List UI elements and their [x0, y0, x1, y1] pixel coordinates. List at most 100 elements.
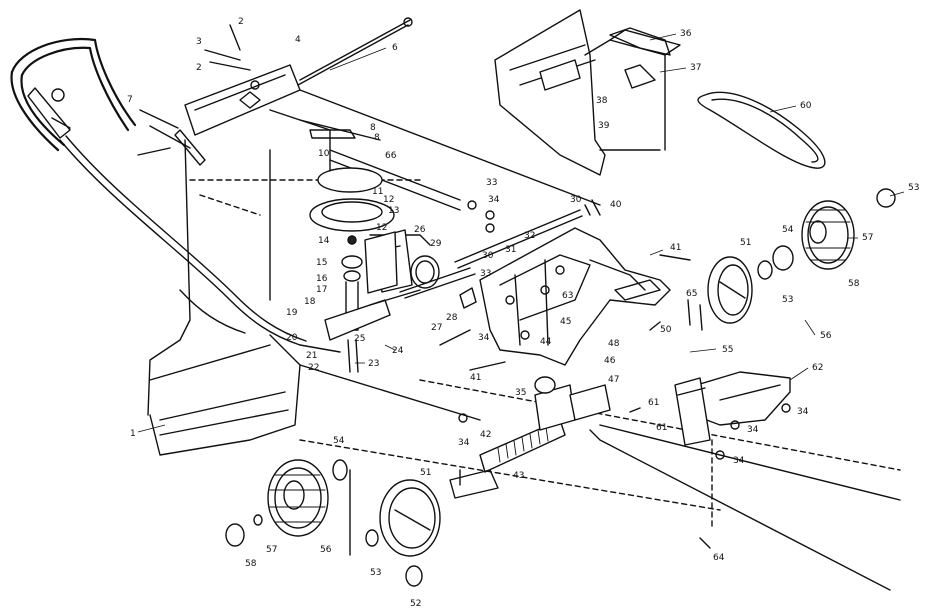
callout-leaders — [137, 33, 905, 433]
callout-58: 58 — [245, 559, 257, 569]
side-deflector — [674, 371, 791, 446]
callout-8: 8 — [374, 133, 380, 143]
callout-52: 52 — [410, 599, 421, 609]
callout-32: 32 — [524, 231, 535, 241]
callout-29: 29 — [430, 239, 442, 249]
callout-51: 51 — [420, 468, 431, 478]
callout-50: 50 — [660, 325, 672, 335]
callout-38: 38 — [596, 96, 608, 106]
callout-35: 35 — [515, 388, 526, 398]
callout-21: 21 — [306, 351, 317, 361]
callout-58: 58 — [848, 279, 860, 289]
callout-34: 34 — [458, 438, 470, 448]
callout-37: 37 — [690, 63, 701, 73]
callout-12: 12 — [383, 195, 394, 205]
gear-stack — [299, 167, 395, 373]
callout-55: 55 — [722, 345, 733, 355]
callout-44: 44 — [540, 337, 552, 347]
callout-27: 27 — [431, 323, 442, 333]
callout-53: 53 — [908, 183, 919, 193]
rear-shield — [494, 9, 681, 176]
callout-43: 43 — [513, 471, 524, 481]
callout-10: 10 — [318, 149, 330, 159]
callout-39: 39 — [598, 121, 610, 131]
callout-61: 61 — [648, 398, 659, 408]
callout-47: 47 — [608, 375, 619, 385]
callout-63: 63 — [562, 291, 573, 301]
handle-mount-bracket — [137, 64, 301, 166]
callout-41: 41 — [470, 373, 481, 383]
callout-8: 8 — [370, 123, 376, 133]
callout-25: 25 — [354, 334, 365, 344]
gear-case — [479, 227, 671, 366]
callout-20: 20 — [286, 333, 298, 343]
callout-6: 6 — [392, 43, 398, 53]
rear-right-wheel — [801, 200, 855, 270]
callout-45: 45 — [560, 317, 571, 327]
callout-31: 31 — [505, 245, 516, 255]
right-drive-disc — [707, 245, 794, 324]
callout-53: 53 — [782, 295, 793, 305]
callout-30: 30 — [570, 195, 582, 205]
front-left-wheel — [225, 459, 348, 547]
callout-26: 26 — [414, 225, 426, 235]
callout-11: 11 — [372, 187, 383, 197]
callout-64: 64 — [713, 553, 725, 563]
callout-labels: 2 3 2 4 6 7 8 8 10 66 11 12 13 12 14 15 … — [127, 17, 919, 609]
callout-57: 57 — [266, 545, 277, 555]
callout-3: 3 — [196, 37, 202, 47]
callout-30: 30 — [482, 251, 494, 261]
mower-housing — [147, 89, 901, 591]
callout-66: 66 — [385, 151, 397, 161]
drive-belt — [697, 91, 826, 169]
callout-48: 48 — [608, 339, 620, 349]
callout-1: 1 — [130, 429, 136, 439]
callout-19: 19 — [286, 308, 298, 318]
callout-40: 40 — [610, 200, 622, 210]
callout-12: 12 — [376, 223, 387, 233]
callout-56: 56 — [820, 331, 832, 341]
handle-assembly — [10, 38, 137, 152]
callout-56: 56 — [320, 545, 332, 555]
callout-65: 65 — [686, 289, 697, 299]
callout-33: 33 — [480, 269, 491, 279]
callout-34: 34 — [797, 407, 809, 417]
callout-16: 16 — [316, 274, 328, 284]
control-cable — [59, 135, 307, 346]
callout-2: 2 — [196, 63, 202, 73]
callout-34: 34 — [478, 333, 490, 343]
callout-57: 57 — [862, 233, 873, 243]
callout-53: 53 — [370, 568, 381, 578]
callout-7: 7 — [127, 95, 133, 105]
callout-2: 2 — [238, 17, 244, 27]
callout-54: 54 — [782, 225, 794, 235]
callout-34: 34 — [488, 195, 500, 205]
fasteners — [364, 199, 791, 549]
callout-36: 36 — [680, 29, 692, 39]
callout-28: 28 — [446, 313, 458, 323]
callout-15: 15 — [316, 258, 327, 268]
rear-right-wheel-cap — [876, 188, 896, 208]
callout-46: 46 — [604, 356, 616, 366]
callout-42: 42 — [480, 430, 491, 440]
callout-62: 62 — [812, 363, 823, 373]
callout-34: 34 — [733, 456, 745, 466]
callout-24: 24 — [392, 346, 404, 356]
callout-51: 51 — [740, 238, 751, 248]
callout-54: 54 — [333, 436, 345, 446]
callout-61: 61 — [656, 423, 667, 433]
callout-17: 17 — [316, 285, 327, 295]
axle-spring — [449, 376, 611, 499]
callout-22: 22 — [308, 363, 319, 373]
callout-14: 14 — [318, 236, 330, 246]
callout-13: 13 — [388, 206, 399, 216]
callout-18: 18 — [304, 297, 316, 307]
callout-60: 60 — [800, 101, 812, 111]
callout-4: 4 — [295, 35, 301, 45]
callout-34: 34 — [747, 425, 759, 435]
front-right-wheel — [349, 469, 441, 587]
callout-41: 41 — [670, 243, 681, 253]
callout-33: 33 — [486, 178, 497, 188]
callout-23: 23 — [368, 359, 379, 369]
